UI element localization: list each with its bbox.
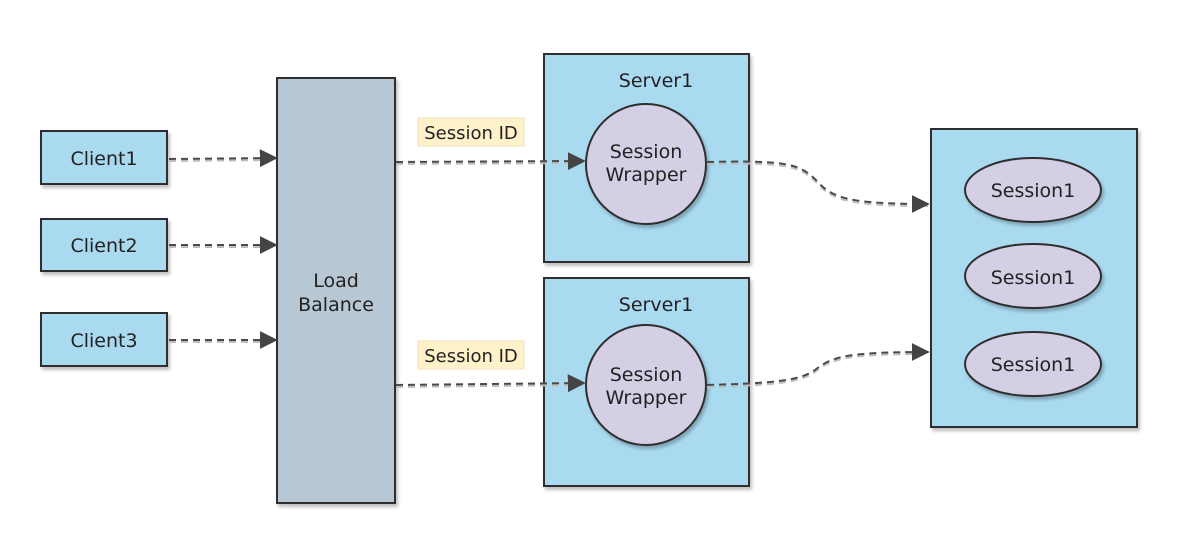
server-2-title: Server1 [619,294,693,316]
server-1-wrapper-line1: Session [610,141,683,163]
load-balancer-line2: Balance [298,294,374,316]
session-2-label: Session1 [991,267,1076,289]
server-1-box: Server1 Session Wrapper [543,53,750,263]
session-store-box: Session1 Session1 Session1 [930,128,1138,428]
session-id-tag-bottom: Session ID [417,340,525,370]
session-1-ellipse: Session1 [964,157,1102,223]
connector-lb-server1 [395,152,586,171]
session-3-ellipse: Session1 [964,331,1102,397]
session-3-label: Session1 [991,354,1076,376]
client-2-label: Client2 [70,235,137,257]
server-2-wrapper-line1: Session [610,364,683,386]
session-1-label: Session1 [991,180,1076,202]
session-id-tag-top-label: Session ID [424,123,518,144]
session-id-tag-bottom-label: Session ID [424,346,518,367]
connector-lb-server2 [395,374,586,393]
connector-client2-lb [169,236,278,254]
connector-client3-lb [169,331,278,349]
server-1-session-wrapper: Session Wrapper [585,103,707,225]
client-3-box: Client3 [40,312,168,367]
load-balancer-line1: Load [313,270,359,292]
server-1-wrapper-line2: Wrapper [605,164,686,186]
server-2-session-wrapper: Session Wrapper [585,324,707,446]
session-id-tag-top: Session ID [417,117,525,147]
client-3-label: Client3 [70,330,137,352]
client-1-box: Client1 [40,130,168,185]
server-1-title: Server1 [619,70,693,92]
client-2-box: Client2 [40,218,168,272]
server-2-box: Server1 Session Wrapper [543,277,750,487]
load-balancer-box: Load Balance [276,77,396,504]
client-1-label: Client1 [70,148,137,170]
connector-client1-lb [168,149,278,168]
session-2-ellipse: Session1 [964,243,1102,309]
server-2-wrapper-line2: Wrapper [605,387,686,409]
connector-wrapper2-store [706,343,930,388]
